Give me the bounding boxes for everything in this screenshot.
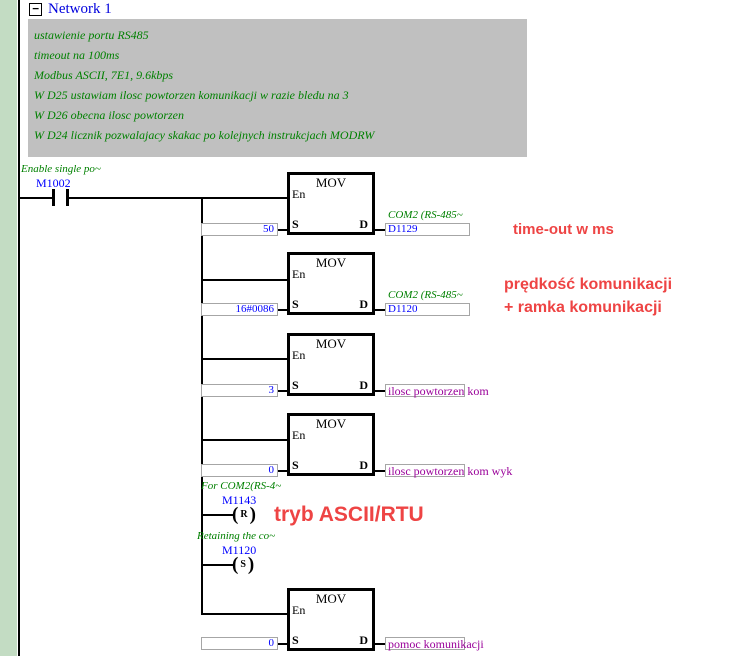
- comment-line: W D26 obecna ilosc powtorzen: [34, 108, 184, 122]
- d-symbol-name: ilosc powtorzen kom wyk: [388, 464, 513, 478]
- s-operand-box-3[interactable]: 3: [201, 384, 278, 397]
- s-wire: [278, 643, 287, 645]
- s-pin-label: S: [292, 378, 299, 392]
- contact-comment: Enable single po~: [21, 163, 101, 175]
- d-symbol-name: pomoc komunikacji: [388, 637, 484, 651]
- editor-gutter: [0, 0, 17, 656]
- left-power-rail: [18, 0, 20, 656]
- d-wire: [375, 229, 385, 231]
- d-wire: [375, 470, 385, 472]
- instruction-name: MOV: [315, 175, 347, 190]
- annotation-speed: prędkość komunikacji: [504, 276, 673, 293]
- coil-device-label: M1143: [222, 493, 257, 507]
- comment-line: ustawienie portu RS485: [34, 28, 149, 42]
- mov-block-4[interactable]: MOV En S D: [287, 413, 375, 476]
- s-operand-box-4[interactable]: 0: [201, 464, 278, 477]
- branch-wire: [203, 564, 233, 566]
- branch-wire: [203, 279, 287, 281]
- d-wire: [375, 643, 385, 645]
- comment-line: W D25 ustawiam ilosc powtorzen komunikac…: [34, 88, 349, 102]
- coil-paren-open: (: [232, 504, 239, 525]
- instruction-name: MOV: [315, 255, 347, 270]
- s-wire: [278, 229, 287, 231]
- rung-wire: [20, 197, 52, 199]
- coil-letter: S: [240, 559, 246, 570]
- d-pin-label: D: [359, 297, 368, 311]
- s-operand-box-2[interactable]: 16#0086: [201, 303, 278, 316]
- comment-line: W D24 licznik pozwalajacy skakac po kole…: [34, 128, 375, 142]
- s-wire: [278, 390, 287, 392]
- d-operand-comment-1: COM2 (RS-485~: [388, 209, 463, 221]
- network-title[interactable]: Network 1: [48, 1, 112, 17]
- d-wire: [375, 309, 385, 311]
- coil-paren-close: ): [247, 554, 255, 575]
- d-operand-box-1[interactable]: D1129: [385, 223, 470, 236]
- d-operand-box-4[interactable]: ilosc powtorzen kom wyk: [385, 464, 512, 477]
- d-pin-label: D: [359, 458, 368, 472]
- d-operand-box-5[interactable]: pomoc komunikacji: [385, 637, 484, 650]
- rung-wire: [69, 197, 287, 199]
- d-wire: [375, 390, 385, 392]
- branch-rail: [201, 197, 203, 615]
- branch-wire: [203, 439, 287, 441]
- comment-line: Modbus ASCII, 7E1, 9.6kbps: [34, 68, 174, 82]
- s-wire: [278, 470, 287, 472]
- en-pin-label: En: [292, 348, 306, 362]
- contact-symbol[interactable]: [52, 189, 55, 206]
- annotation-frame: + ramka komunikacji: [504, 299, 662, 316]
- en-pin-label: En: [292, 428, 306, 442]
- instruction-name: MOV: [315, 416, 347, 431]
- mov-block-3[interactable]: MOV En S D: [287, 333, 375, 396]
- mov-block-5[interactable]: MOV En S D: [287, 588, 375, 651]
- d-operand-box-3[interactable]: ilosc powtorzen kom: [385, 384, 489, 397]
- s-operand-box-1[interactable]: 50: [201, 223, 278, 236]
- instruction-name: MOV: [315, 591, 347, 606]
- reset-coil[interactable]: ( R ): [232, 504, 256, 525]
- coil-paren-close: ): [249, 504, 256, 525]
- en-pin-label: En: [292, 603, 306, 617]
- en-pin-label: En: [292, 187, 306, 201]
- d-operand-comment-2: COM2 (RS-485~: [388, 289, 463, 301]
- set-coil[interactable]: ( S ): [232, 554, 255, 575]
- collapse-icon[interactable]: −: [29, 3, 42, 16]
- s-pin-label: S: [292, 217, 299, 231]
- d-pin-label: D: [359, 378, 368, 392]
- d-pin-label: D: [359, 633, 368, 647]
- coil-comment: For COM2(RS-4~: [201, 480, 282, 492]
- coil-device-label: M1120: [222, 543, 257, 557]
- comment-line: timeout na 100ms: [34, 48, 120, 62]
- annotation-timeout: time-out w ms: [513, 221, 614, 238]
- mov-block-2[interactable]: MOV En S D: [287, 252, 375, 315]
- contact-symbol[interactable]: [66, 189, 69, 206]
- coil-paren-open: (: [232, 554, 239, 575]
- coil-letter: R: [240, 509, 248, 520]
- s-pin-label: S: [292, 633, 299, 647]
- annotation-mode: tryb ASCII/RTU: [274, 503, 424, 526]
- d-operand-box-2[interactable]: D1120: [385, 303, 470, 316]
- instruction-name: MOV: [315, 336, 347, 351]
- s-pin-label: S: [292, 297, 299, 311]
- s-wire: [278, 309, 287, 311]
- mov-block-1[interactable]: MOV En S D: [287, 172, 375, 235]
- s-operand-box-5[interactable]: 0: [201, 637, 278, 650]
- en-pin-label: En: [292, 267, 306, 281]
- branch-wire: [203, 613, 287, 615]
- network-comment-block[interactable]: ustawienie portu RS485 timeout na 100ms …: [28, 19, 527, 157]
- branch-wire: [203, 514, 233, 516]
- coil-comment: Retaining the co~: [197, 530, 276, 542]
- d-pin-label: D: [359, 217, 368, 231]
- branch-wire: [203, 358, 287, 360]
- s-pin-label: S: [292, 458, 299, 472]
- d-symbol-name: ilosc powtorzen kom: [388, 384, 489, 398]
- contact-device-label: M1002: [36, 176, 71, 190]
